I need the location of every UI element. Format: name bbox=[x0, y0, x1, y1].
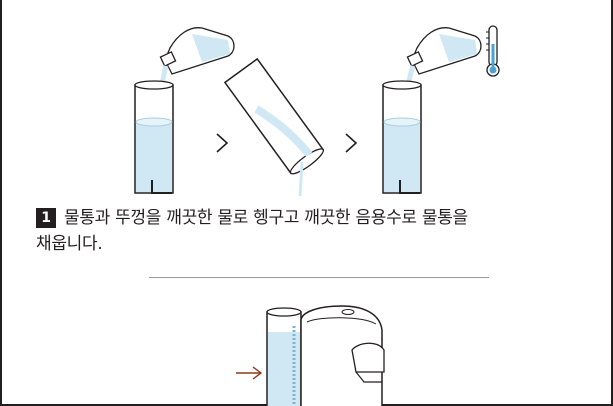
step-text-line1: 물통과 뚜껑을 깨끗한 물로 헹구고 깨끗한 음용수로 물통을 bbox=[64, 208, 468, 228]
section-divider bbox=[149, 277, 489, 278]
chevron-right-icon bbox=[216, 133, 229, 153]
coffee-machine-icon bbox=[266, 305, 385, 406]
water-bottle-icon bbox=[159, 27, 235, 75]
step-instruction: 1 물통과 뚜껑을 깨끗한 물로 헹구고 깨끗한 음용수로 물통을 채웁니다. bbox=[36, 205, 596, 257]
water-bottle-icon bbox=[406, 27, 482, 75]
step-number-badge: 1 bbox=[36, 208, 56, 228]
chevron-right-icon bbox=[345, 133, 358, 153]
thermometer-icon bbox=[486, 25, 500, 77]
tank-icon bbox=[382, 80, 422, 194]
tank-icon bbox=[223, 57, 325, 175]
arrow-right-icon bbox=[236, 366, 263, 380]
step-text-line2: 채웁니다. bbox=[36, 234, 103, 254]
tank-icon bbox=[134, 80, 174, 194]
